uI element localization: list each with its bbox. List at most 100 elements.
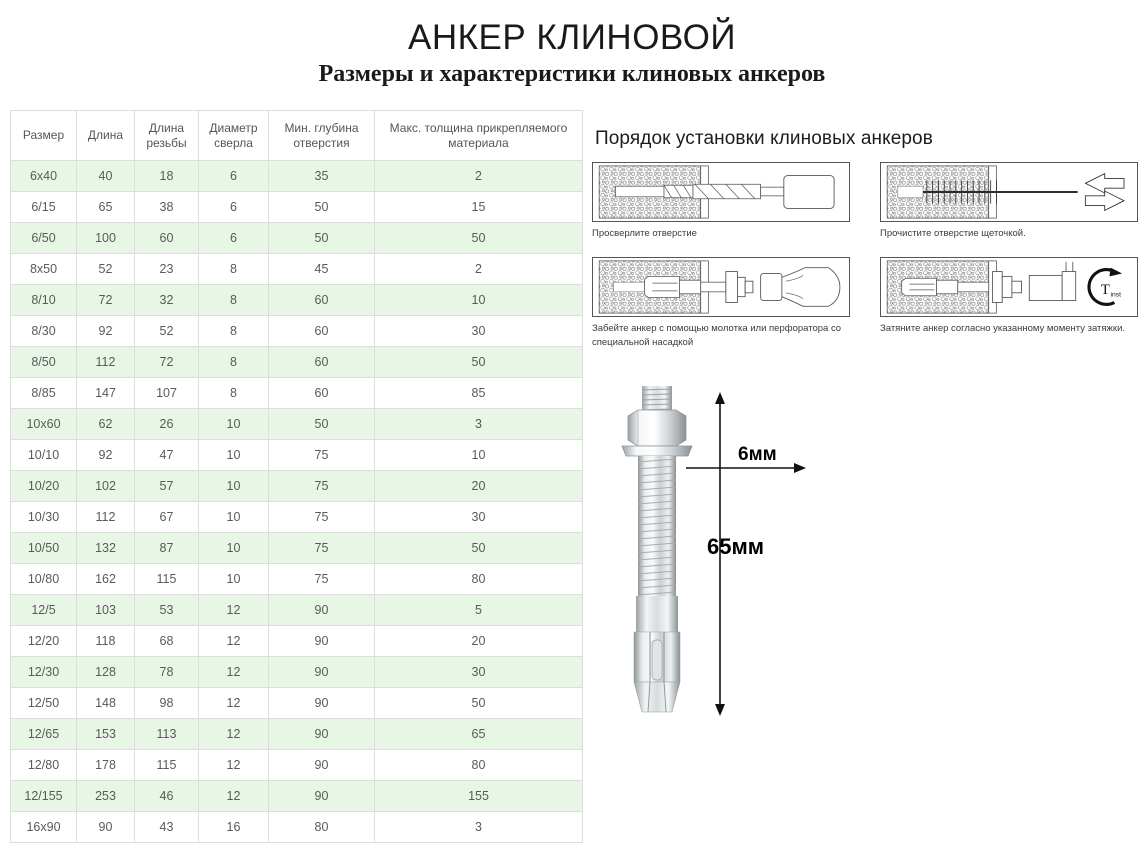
table-cell: 8/85 — [10, 377, 77, 409]
table-cell: 50 — [374, 532, 583, 564]
table-cell: 100 — [76, 222, 135, 254]
column-header-size: Размер — [10, 110, 77, 161]
table-cell: 60 — [268, 377, 375, 409]
page-subtitle: Размеры и характеристики клиновых анкеро… — [318, 61, 826, 87]
table-cell: 75 — [268, 439, 375, 471]
table-cell: 75 — [268, 532, 375, 564]
table-header-row: Размер Длина Длина резьбы Диаметр сверла… — [10, 110, 583, 161]
table-cell: 155 — [374, 780, 583, 812]
table-cell: 53 — [134, 594, 199, 626]
table-cell: 15 — [374, 191, 583, 223]
table-cell: 3 — [374, 811, 583, 843]
table-cell: 115 — [134, 749, 199, 781]
table-cell: 162 — [76, 563, 135, 595]
table-cell: 78 — [134, 656, 199, 688]
length-dimension-label: 65мм — [707, 534, 765, 559]
table-cell: 12 — [198, 687, 269, 719]
page-title: АНКЕР КЛИНОВОЙ — [408, 18, 736, 57]
table-cell: 107 — [134, 377, 199, 409]
table-cell: 12/20 — [10, 625, 77, 657]
table-cell: 153 — [76, 718, 135, 750]
column-header-length: Длина — [76, 110, 135, 161]
table-cell: 178 — [76, 749, 135, 781]
table-cell: 103 — [76, 594, 135, 626]
install-step-3: Забейте анкер с помощью молотка или перф… — [592, 256, 852, 360]
table-cell: 10 — [198, 439, 269, 471]
table-cell: 65 — [76, 191, 135, 223]
table-cell: 90 — [268, 656, 375, 688]
table-cell: 6 — [198, 160, 269, 192]
table-cell: 90 — [268, 625, 375, 657]
table-cell: 65 — [374, 718, 583, 750]
install-step-3-caption: Забейте анкер с помощью молотка или перф… — [592, 322, 842, 348]
table-cell: 8 — [198, 346, 269, 378]
table-cell: 90 — [268, 594, 375, 626]
table-cell: 50 — [268, 222, 375, 254]
table-cell: 23 — [134, 253, 199, 285]
table-cell: 12 — [198, 749, 269, 781]
table-cell: 68 — [134, 625, 199, 657]
table-cell: 8 — [198, 377, 269, 409]
table-cell: 8x50 — [10, 253, 77, 285]
table-cell: 46 — [134, 780, 199, 812]
table-cell: 47 — [134, 439, 199, 471]
table-cell: 12/5 — [10, 594, 77, 626]
drill-bit-icon — [592, 162, 850, 222]
install-step-4-caption: Затяните анкер согласно указанному момен… — [880, 322, 1126, 334]
table-cell: 80 — [268, 811, 375, 843]
installation-heading: Порядок установки клиновых анкеров — [595, 128, 933, 149]
table-cell: 10/20 — [10, 470, 77, 502]
table-cell: 12 — [198, 625, 269, 657]
torque-symbol: T — [1101, 282, 1110, 298]
table-cell: 90 — [268, 749, 375, 781]
table-cell: 18 — [134, 160, 199, 192]
table-cell: 8/30 — [10, 315, 77, 347]
table-cell: 75 — [268, 563, 375, 595]
table-cell: 98 — [134, 687, 199, 719]
table-cell: 112 — [76, 501, 135, 533]
table-cell: 62 — [76, 408, 135, 440]
hammer-icon — [592, 256, 850, 317]
table-cell: 20 — [374, 625, 583, 657]
table-cell: 8/50 — [10, 346, 77, 378]
table-cell: 75 — [268, 501, 375, 533]
table-cell: 60 — [268, 315, 375, 347]
table-cell: 6 — [198, 222, 269, 254]
table-cell: 50 — [374, 687, 583, 719]
table-cell: 90 — [268, 718, 375, 750]
table-cell: 118 — [76, 625, 135, 657]
table-cell: 3 — [374, 408, 583, 440]
table-cell: 72 — [76, 284, 135, 316]
torque-wrench-icon: T inst — [880, 256, 1138, 317]
table-cell: 50 — [268, 408, 375, 440]
table-cell: 10/10 — [10, 439, 77, 471]
table-cell: 12/30 — [10, 656, 77, 688]
install-step-1-caption: Просверлите отверстие — [592, 228, 697, 239]
table-cell: 5 — [374, 594, 583, 626]
table-cell: 10 — [198, 563, 269, 595]
table-cell: 10 — [198, 501, 269, 533]
table-cell: 113 — [134, 718, 199, 750]
table-cell: 60 — [268, 284, 375, 316]
table-cell: 12 — [198, 780, 269, 812]
table-cell: 6 — [198, 191, 269, 223]
table-cell: 52 — [134, 315, 199, 347]
table-cell: 50 — [374, 346, 583, 378]
table-cell: 12 — [198, 718, 269, 750]
table-cell: 10 — [198, 408, 269, 440]
table-cell: 16x90 — [10, 811, 77, 843]
table-cell: 72 — [134, 346, 199, 378]
specs-table: Размер Длина Длина резьбы Диаметр сверла… — [10, 110, 583, 843]
table-cell: 90 — [76, 811, 135, 843]
table-cell: 10 — [198, 532, 269, 564]
